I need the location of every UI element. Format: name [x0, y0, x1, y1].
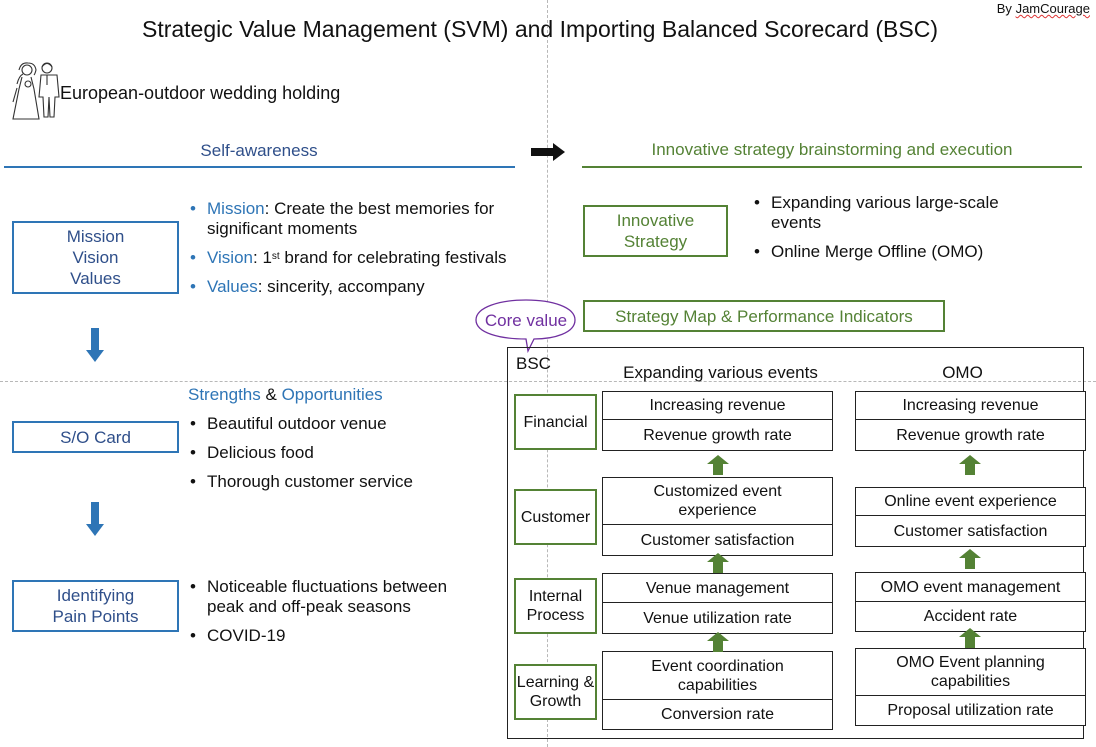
mvv-mission-label: Mission — [66, 227, 125, 246]
events-internal-kpi: Venue utilization rate — [602, 602, 833, 634]
vision-sup: st — [271, 251, 280, 262]
innovative-strategy-header: Innovative strategy brainstorming and ex… — [651, 140, 1013, 159]
pain-points-line2: Pain Points — [52, 607, 139, 626]
down-arrow-icon — [86, 328, 104, 362]
vision-text-a: : 1 — [253, 248, 272, 267]
up-arrow-icon — [959, 455, 981, 475]
pain-points-list: Noticeable fluctuations between peak and… — [188, 577, 488, 655]
omo-financial-kpi: Revenue growth rate — [855, 419, 1086, 451]
so-list: Beautiful outdoor venue Delicious food T… — [188, 414, 508, 501]
up-arrow-icon — [707, 632, 729, 652]
omo-learning-kpi: Proposal utilization rate — [855, 695, 1086, 726]
list-item: Thorough customer service — [188, 472, 508, 492]
self-awareness-header: Self-awareness — [200, 141, 318, 160]
values-text: : sincerity, accompany — [257, 277, 425, 296]
author-name: JamCourage — [1015, 1, 1090, 16]
mvv-values-label: Values — [70, 269, 121, 288]
vision-text-b: brand for celebrating festivals — [279, 248, 507, 267]
events-financial-kpi: Revenue growth rate — [602, 419, 833, 451]
so-amp: & — [260, 385, 282, 404]
events-internal-objective: Venue management — [602, 573, 833, 603]
right-arrow-icon — [531, 143, 565, 161]
events-learning-objective: Event coordination capabilities — [602, 651, 833, 700]
pain-points-box: Identifying Pain Points — [12, 580, 179, 632]
strategy-map-box: Strategy Map & Performance Indicators — [583, 300, 945, 332]
list-item: Delicious food — [188, 443, 508, 463]
down-arrow-icon — [86, 502, 104, 536]
column-header-omo: OMO — [942, 363, 983, 382]
innovative-strategy-underline — [582, 166, 1082, 168]
byline-prefix: By — [996, 1, 1016, 16]
subtitle: European-outdoor wedding holding — [60, 83, 341, 103]
perspective-internal-process: Internal Process — [514, 578, 597, 634]
events-customer-objective: Customized event experience — [602, 477, 833, 525]
list-item: Beautiful outdoor venue — [188, 414, 508, 434]
core-value-label: Core value — [484, 311, 568, 330]
up-arrow-icon — [959, 628, 981, 648]
so-heading: Strengths & Opportunities — [188, 385, 383, 405]
mission-key: Mission — [207, 199, 265, 218]
list-item: COVID-19 — [188, 626, 488, 646]
perspective-learning-label: Learning & Growth — [516, 674, 595, 710]
bsc-label: BSC — [516, 354, 551, 373]
self-awareness-underline — [4, 166, 515, 168]
values-key: Values — [207, 277, 258, 296]
perspective-financial: Financial — [514, 394, 597, 450]
mission-item: Mission: Create the best memories for si… — [188, 199, 508, 239]
mission-text: : Create the best memories for significa… — [207, 199, 495, 238]
pain-points-line1: Identifying — [56, 586, 135, 605]
omo-customer-kpi: Customer satisfaction — [855, 515, 1086, 547]
innovative-strategy-list: Expanding various large-scale events Onl… — [752, 193, 1052, 271]
wedding-couple-icon — [12, 62, 60, 120]
omo-learning-objective: OMO Event planning capabilities — [855, 648, 1086, 696]
perspective-customer: Customer — [514, 489, 597, 545]
values-item: Values: sincerity, accompany — [188, 277, 508, 297]
strengths-label: Strengths — [188, 385, 261, 404]
events-financial-objective: Increasing revenue — [602, 391, 833, 420]
perspective-internal-label: Internal Process — [526, 588, 585, 624]
strategy-label: Strategy — [623, 232, 688, 251]
events-customer-kpi: Customer satisfaction — [602, 524, 833, 556]
vertical-guide-line — [547, 0, 548, 747]
list-item: Expanding various large-scale events — [752, 193, 1052, 233]
vision-item: Vision: 1st brand for celebrating festiv… — [188, 248, 508, 268]
innovative-label: Innovative — [616, 211, 695, 230]
up-arrow-icon — [959, 549, 981, 569]
innovative-strategy-box: Innovative Strategy — [583, 205, 728, 257]
omo-financial-objective: Increasing revenue — [855, 391, 1086, 420]
mission-vision-values-box: Mission Vision Values — [12, 221, 179, 294]
omo-customer-objective: Online event experience — [855, 487, 1086, 516]
events-learning-kpi: Conversion rate — [602, 699, 833, 730]
column-header-events: Expanding various events — [623, 363, 818, 382]
opportunities-label: Opportunities — [281, 385, 383, 404]
mvv-list: Mission: Create the best memories for si… — [188, 199, 508, 306]
byline: By JamCourage — [997, 1, 1090, 16]
page-title: Strategic Value Management (SVM) and Imp… — [141, 16, 938, 42]
up-arrow-icon — [707, 553, 729, 573]
core-value-callout-shape — [475, 299, 576, 353]
so-card-box: S/O Card — [12, 421, 179, 453]
perspective-learning-growth: Learning & Growth — [514, 664, 597, 720]
omo-internal-objective: OMO event management — [855, 572, 1086, 602]
list-item: Online Merge Offline (OMO) — [752, 242, 1052, 262]
list-item: Noticeable fluctuations between peak and… — [188, 577, 488, 617]
up-arrow-icon — [707, 455, 729, 475]
mvv-vision-label: Vision — [72, 248, 119, 267]
vision-key: Vision — [207, 248, 253, 267]
horizontal-guide-line — [0, 381, 1096, 382]
